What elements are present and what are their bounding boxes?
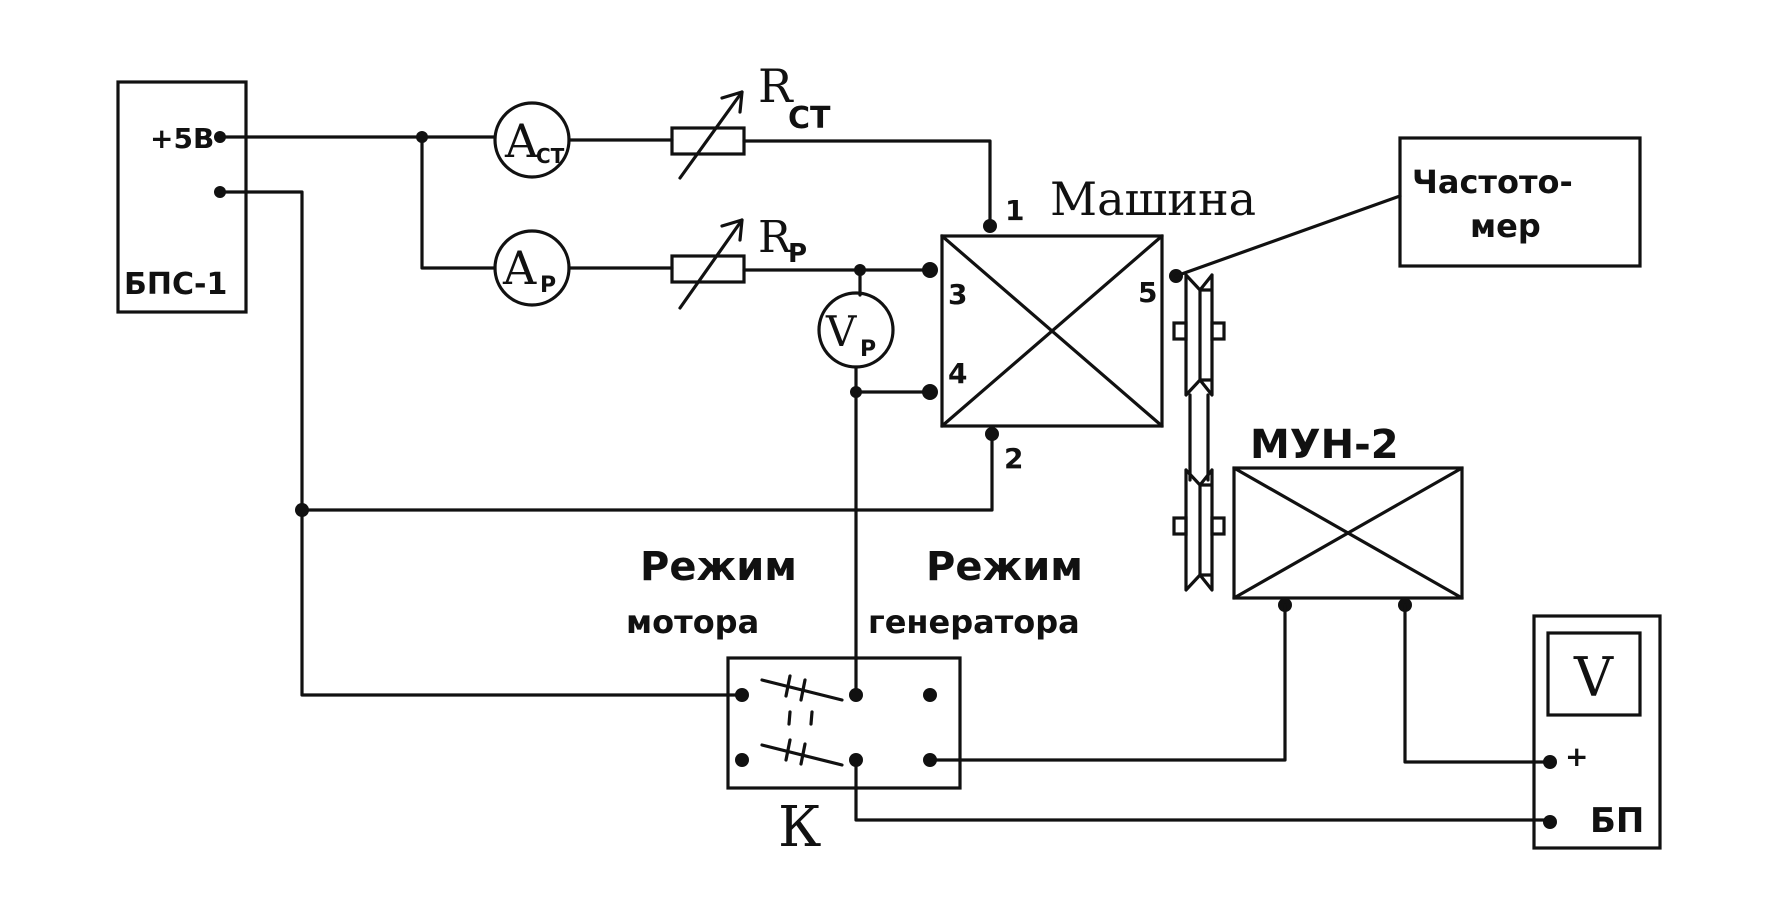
frequency-meter: Частото- мер <box>1398 136 1642 268</box>
rheostat-stator: R СТ <box>670 59 831 180</box>
mode-switch-box <box>726 656 962 790</box>
wire-common-to-pin2 <box>300 438 994 512</box>
wire-switch-to-bp-minus <box>854 758 1550 822</box>
mun-2-label: МУН-2 <box>1250 422 1399 468</box>
switch-contact-top-common <box>849 688 863 702</box>
psu-bp-terminal-minus <box>1543 815 1557 829</box>
pulley-mun-hub-2 <box>1210 516 1226 536</box>
mun-2: МУН-2 <box>1232 422 1464 612</box>
wire-branch-to-ap <box>420 135 497 270</box>
ammeter-stator: A СТ <box>493 101 571 179</box>
machine-pin3 <box>922 262 938 278</box>
voltmeter-rotor-sub: Р <box>860 337 876 362</box>
mode-generator-title: Режим <box>926 544 1083 590</box>
wire-switch-to-mun <box>928 603 1287 762</box>
rheostat-stator-sub: СТ <box>788 101 831 136</box>
voltmeter-rotor: V Р <box>817 268 895 394</box>
rheostat-rotor-symbol: R <box>758 212 793 263</box>
switch-link-2 <box>809 710 814 726</box>
machine-pin2 <box>985 427 999 441</box>
pulley-machine-left <box>1184 273 1202 397</box>
machine-pin2-label: 2 <box>1004 442 1023 475</box>
pulley-mun-right <box>1198 468 1214 592</box>
psu-bp-meter-box <box>1546 631 1642 717</box>
junction-plus <box>416 131 428 143</box>
frequency-meter-box <box>1398 136 1642 268</box>
switch-tick-2 <box>799 678 807 702</box>
psu-bp-plus-label: + <box>1565 740 1588 773</box>
ammeter-rotor-symbol: A <box>502 241 537 295</box>
rheostat-rotor-arrowhead <box>720 218 744 242</box>
mode-generator-subtitle: генератора <box>868 603 1080 641</box>
mun-2-box <box>1232 466 1464 600</box>
psu-bps1-label: БПС-1 <box>124 267 227 302</box>
machine-box <box>940 234 1164 428</box>
belt-drive <box>1172 273 1226 592</box>
psu-bp-label: БП <box>1590 801 1644 841</box>
switch-contact-motor-top-left <box>735 688 749 702</box>
wire-rst-to-pin1 <box>742 139 992 228</box>
rheostat-rotor-sub: Р <box>788 239 807 269</box>
junction-common <box>295 503 309 517</box>
wire-pin5-to-freqmeter <box>1174 194 1402 278</box>
ammeter-rotor: A Р <box>493 229 571 307</box>
machine-pin5-label: 5 <box>1138 276 1157 309</box>
switch-label: К <box>778 795 821 860</box>
mun-2-cross-b <box>1232 466 1464 600</box>
wires-supply <box>218 131 994 697</box>
frequency-meter-line2: мер <box>1470 207 1541 245</box>
machine-pin3-label: 3 <box>948 278 967 311</box>
pulley-mun-left <box>1184 468 1202 592</box>
psu-bps1-plus-label: +5В <box>150 122 214 155</box>
frequency-meter-line1: Частото- <box>1412 163 1573 201</box>
pulley-mun-hub <box>1172 516 1188 536</box>
switch-tick-3 <box>784 738 792 762</box>
wire-mun-to-bp-plus <box>1403 603 1550 764</box>
psu-bp-terminal-plus <box>1543 755 1557 769</box>
machine-pin1 <box>983 219 997 233</box>
machine-label: Машина <box>1050 172 1256 226</box>
switch-tick-4 <box>799 742 807 766</box>
rheostat-rotor-arrow <box>678 218 744 310</box>
psu-bp-meter-symbol: V <box>1573 646 1614 709</box>
machine-pin4 <box>922 384 938 400</box>
rheostat-stator-symbol: R <box>758 59 794 113</box>
wire-minus-to-switch <box>218 190 742 697</box>
switch-contact-motor-bottom-left <box>735 753 749 767</box>
psu-bps1-box <box>116 80 248 314</box>
mode-motor-title: Режим <box>640 544 797 590</box>
ammeter-rotor-sub: Р <box>540 273 556 298</box>
machine-cross-b <box>940 234 1164 428</box>
switch-tick-1 <box>784 674 792 698</box>
machine-pin4-label: 4 <box>948 357 967 390</box>
ammeter-stator-sub: СТ <box>536 144 565 168</box>
psu-bp-box <box>1532 614 1662 850</box>
pulley-machine-hub <box>1172 321 1188 341</box>
machine: Машина 1 2 3 4 5 <box>922 172 1256 475</box>
switch-contact-gen-top-right <box>923 688 937 702</box>
rheostat-rotor: R Р <box>670 212 807 310</box>
psu-bps1: +5В БПС-1 <box>116 80 248 314</box>
pulley-machine-right <box>1198 273 1214 397</box>
psu-bp: V + БП <box>1532 614 1662 850</box>
voltmeter-rotor-symbol: V <box>825 307 857 356</box>
rheostat-stator-arrow <box>678 90 744 180</box>
rheostat-stator-arrowhead <box>720 90 744 114</box>
mode-motor-subtitle: мотора <box>626 603 759 641</box>
machine-pin1-label: 1 <box>1005 194 1024 227</box>
pulley-machine-hub-2 <box>1210 321 1226 341</box>
mode-switch: К <box>726 656 962 860</box>
ammeter-stator-symbol: A <box>504 114 539 168</box>
switch-link-1 <box>787 710 792 726</box>
